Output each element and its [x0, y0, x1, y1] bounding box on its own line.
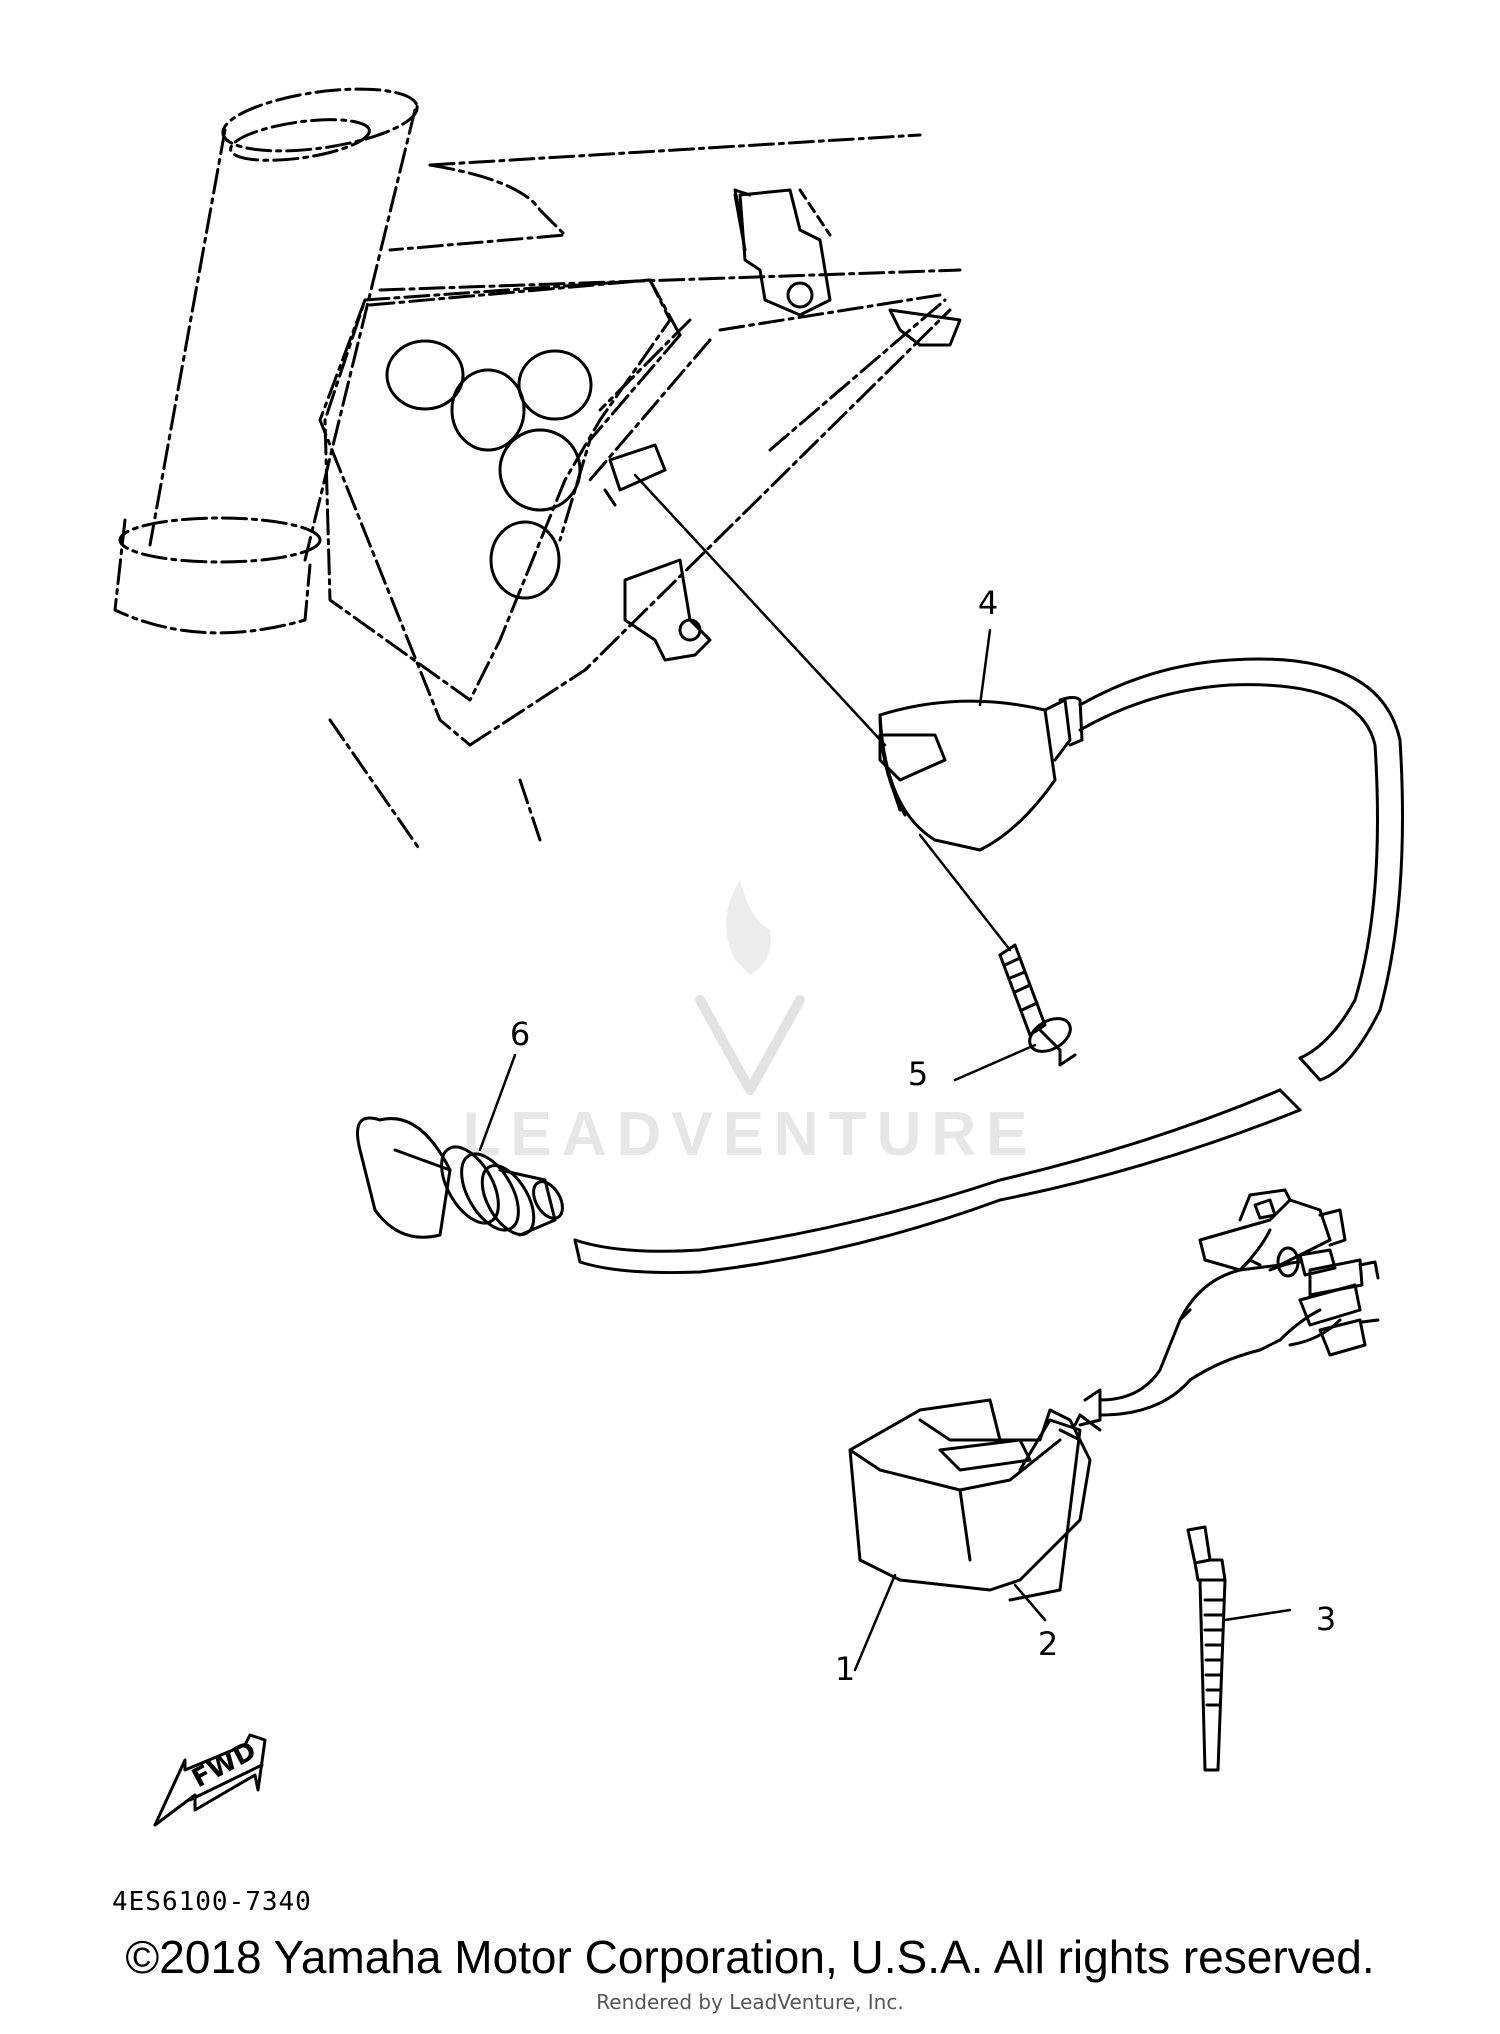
callout-3: 3: [1316, 1600, 1336, 1638]
frame-head-tube: [113, 87, 419, 635]
frame-main-tubes: [318, 133, 962, 852]
cdi-bracket[interactable]: [1008, 1418, 1082, 1602]
callout-1: 1: [835, 1650, 855, 1688]
frame-upper-bracket: [733, 188, 962, 347]
fwd-arrow-icon: [153, 1733, 267, 1827]
callout-6: 6: [510, 1015, 530, 1053]
callout-5: 5: [908, 1055, 928, 1093]
coil-bolt[interactable]: [998, 943, 1077, 1067]
cable-tie[interactable]: [1186, 1525, 1227, 1772]
leader-lines: [478, 473, 1292, 1672]
diagram-code: 4ES6100-7340: [112, 1887, 312, 1917]
high-tension-lead: [573, 657, 1404, 1275]
rendered-by-notice: Rendered by LeadVenture, Inc.: [596, 1990, 904, 2014]
parts-diagram: LEADVENTURE: [112, 87, 1404, 1917]
ignition-coil[interactable]: [878, 696, 1084, 852]
fwd-label: FWD: [187, 1736, 261, 1794]
coil-mount-tab: [603, 443, 712, 662]
watermark-logo: [695, 880, 805, 1095]
frame-gusset: [323, 278, 672, 702]
spark-plug-cap[interactable]: [356, 1116, 569, 1243]
callout-2: 2: [1038, 1625, 1058, 1663]
copyright-notice: ©2018 Yamaha Motor Corporation, U.S.A. A…: [125, 1931, 1375, 1983]
watermark-text: LEADVENTURE: [462, 1100, 1037, 1169]
callout-4: 4: [978, 584, 998, 622]
cdi-harness: [1078, 1188, 1380, 1427]
